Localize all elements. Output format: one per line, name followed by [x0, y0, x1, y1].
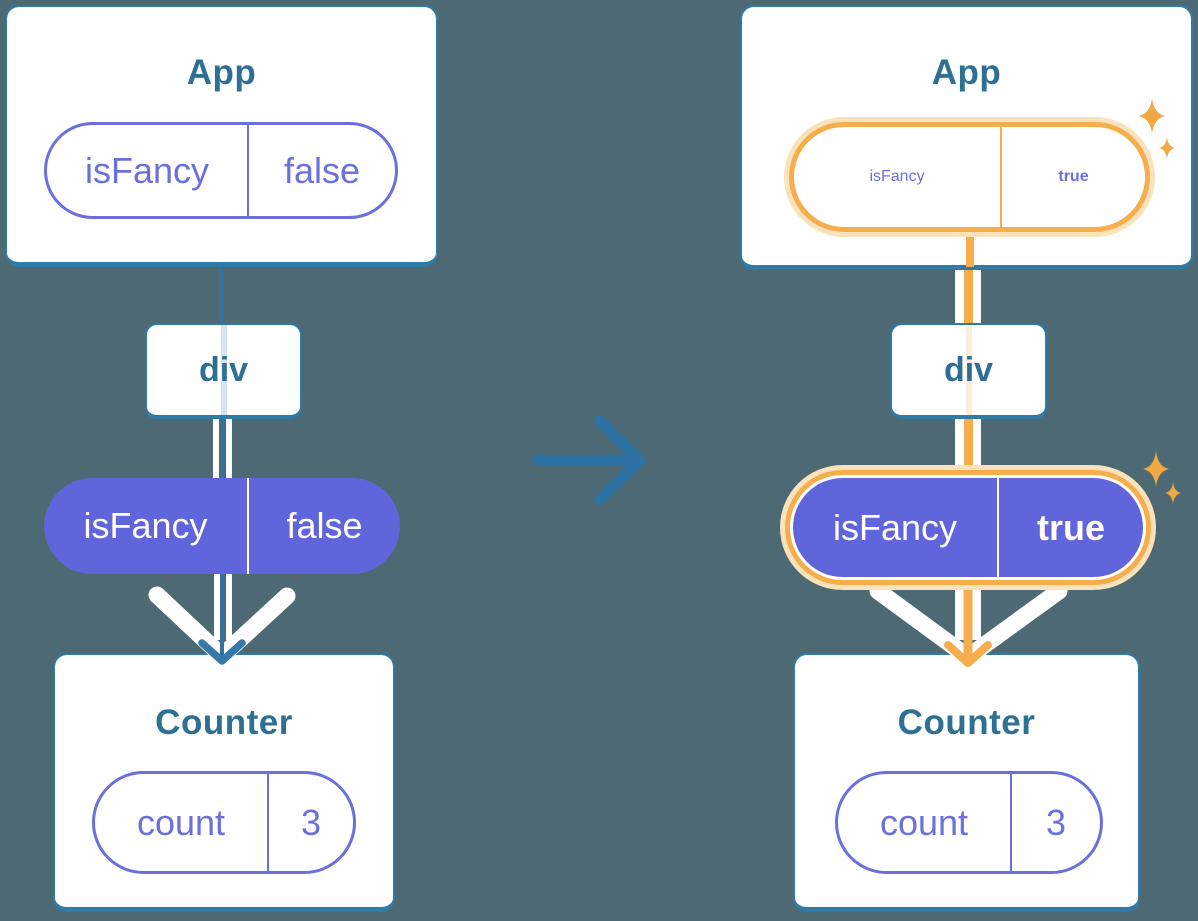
prop-pill-before: isFancy false	[44, 122, 398, 219]
pill-divider	[247, 478, 249, 574]
pill-divider	[997, 478, 999, 577]
down-arrow-icon	[869, 582, 1068, 667]
prop-value: false	[283, 149, 361, 191]
prop-value: false	[286, 505, 363, 546]
component-title: Counter	[897, 703, 1036, 742]
prop-name: isFancy	[84, 149, 210, 191]
pass-through-line	[965, 325, 972, 415]
app-card-before: App isFancy false	[5, 5, 438, 267]
state-pill-before: count 3	[92, 771, 356, 874]
prop-value: true	[1058, 168, 1089, 185]
connector-app-div-before	[219, 266, 223, 324]
prop-name: isFancy	[83, 505, 208, 546]
connector-app-div-after	[955, 266, 981, 324]
app-card-after: App isFancy true	[740, 5, 1193, 270]
component-title: App	[931, 53, 1002, 92]
sparkle-icon	[1143, 451, 1181, 504]
connector-div-pill-after	[955, 417, 981, 470]
prop-name: isFancy	[869, 168, 925, 185]
state-name: count	[136, 801, 226, 843]
component-title: App	[186, 53, 257, 92]
down-arrow-icon	[148, 574, 296, 665]
prop-name: isFancy	[832, 506, 958, 548]
counter-card-before: Counter count 3	[53, 653, 395, 912]
pill-divider	[267, 774, 269, 871]
pill-divider	[1010, 774, 1012, 871]
counter-card-after: Counter count 3	[793, 653, 1140, 912]
pill-divider	[247, 125, 249, 216]
div-card-after: div	[890, 323, 1047, 419]
state-value: 3	[1045, 801, 1067, 843]
component-title: div	[943, 350, 994, 389]
connector-div-pill-before	[213, 417, 232, 479]
passed-prop-pill-before: isFancy false	[44, 478, 400, 574]
state-pill-after: count 3	[835, 771, 1103, 874]
state-name: count	[879, 801, 969, 843]
prop-value: true	[1036, 506, 1105, 548]
passed-prop-pill-after-highlighted: isFancy true	[780, 465, 1156, 590]
transition-arrow-icon	[532, 415, 646, 505]
pill-divider	[1000, 127, 1002, 227]
pass-through-line	[220, 325, 227, 415]
state-value: 3	[300, 801, 322, 843]
component-title: Counter	[155, 703, 293, 742]
connector-stub	[966, 235, 974, 267]
component-title: div	[198, 350, 249, 389]
div-card-before: div	[145, 323, 302, 419]
sparkle-icon	[1139, 98, 1175, 159]
prop-pill-after-highlighted: isFancy true	[784, 117, 1155, 237]
